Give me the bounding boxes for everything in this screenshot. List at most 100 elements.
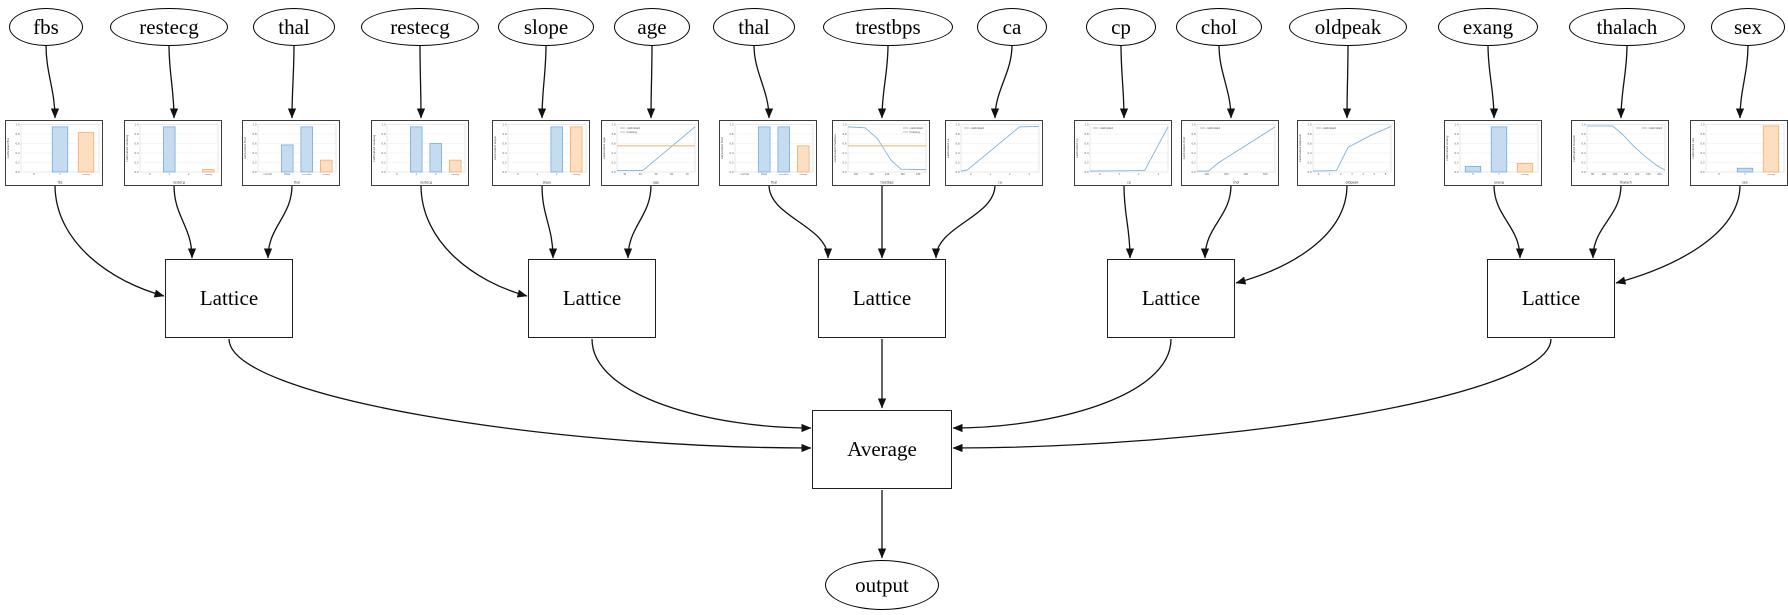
svg-text:0.2: 0.2	[1701, 160, 1705, 164]
feature-node-thal-6: thal	[713, 8, 795, 46]
svg-text:0.2: 0.2	[1455, 160, 1459, 164]
svg-text:0.0: 0.0	[253, 170, 257, 174]
svg-text:5: 5	[1374, 173, 1376, 176]
svg-text:0.8: 0.8	[382, 132, 386, 136]
average-node: Average	[812, 410, 952, 489]
feature-label: age	[637, 14, 667, 39]
svg-text:calibrated trestbps: calibrated trestbps	[833, 134, 837, 163]
svg-text:0.6: 0.6	[253, 141, 257, 145]
svg-text:calibrated: calibrated	[1100, 126, 1114, 130]
svg-text:missing: missing	[205, 174, 213, 176]
average-label: Average	[847, 437, 917, 461]
svg-text:1.0: 1.0	[382, 122, 386, 126]
svg-text:missing: missing	[1522, 174, 1530, 176]
svg-text:3: 3	[1029, 173, 1031, 176]
svg-text:0.4: 0.4	[382, 151, 386, 155]
svg-text:0.6: 0.6	[1192, 141, 1196, 145]
edge-sex-to-chart	[1735, 44, 1749, 119]
feature-label: exang	[1462, 14, 1514, 39]
svg-text:1: 1	[416, 173, 418, 176]
svg-text:1.0: 1.0	[135, 122, 139, 126]
svg-text:1: 1	[60, 173, 62, 176]
svg-text:calibrated thalach: calibrated thalach	[1572, 135, 1576, 162]
svg-text:age: age	[653, 181, 659, 185]
svg-text:1: 1	[1745, 173, 1747, 176]
svg-text:0.0: 0.0	[1085, 170, 1089, 174]
feature-label: thal	[738, 14, 770, 39]
svg-text:0.4: 0.4	[1582, 151, 1586, 155]
edge-fbs-to-chart	[45, 44, 60, 119]
lattice-label: Lattice	[199, 286, 259, 310]
svg-text:normal: normal	[264, 173, 273, 176]
svg-text:0.0: 0.0	[135, 170, 139, 174]
svg-text:reversible: reversible	[779, 173, 789, 176]
svg-text:0.6: 0.6	[730, 141, 734, 145]
edge-chart-to-lattice	[1123, 184, 1135, 259]
svg-text:1: 1	[1329, 173, 1331, 176]
edge-chart-to-lattice	[541, 184, 558, 259]
svg-text:0.0: 0.0	[1582, 170, 1586, 174]
edge-exang-to-chart	[1487, 44, 1499, 119]
edge-chart-to-lattice	[420, 184, 528, 298]
svg-text:2: 2	[435, 173, 437, 176]
lattice-node-2: Lattice	[528, 259, 656, 338]
edge-chart-to-lattice	[263, 184, 293, 259]
svg-text:calibrated restecg: calibrated restecg	[125, 135, 129, 162]
svg-text:100: 100	[854, 173, 859, 176]
lattice-node-1: Lattice	[165, 259, 293, 338]
svg-text:0.0: 0.0	[503, 170, 507, 174]
svg-text:2: 2	[1009, 173, 1011, 176]
edge-chart-to-lattice	[173, 184, 197, 259]
edge-chart-to-lattice	[1493, 184, 1525, 259]
feature-label: ca	[1002, 14, 1022, 39]
svg-text:0.4: 0.4	[135, 151, 139, 155]
svg-text:calibrated: calibrated	[1323, 126, 1337, 130]
svg-text:0.2: 0.2	[1085, 160, 1089, 164]
svg-text:0.8: 0.8	[730, 132, 734, 136]
edge-lattice-to-average	[228, 338, 812, 453]
svg-text:0.2: 0.2	[253, 160, 257, 164]
svg-text:1.0: 1.0	[730, 122, 734, 126]
svg-text:normal: normal	[741, 173, 750, 176]
edge-chart-to-lattice	[54, 184, 165, 298]
svg-text:120: 120	[870, 173, 875, 176]
svg-text:0.4: 0.4	[503, 151, 507, 155]
svg-text:1.0: 1.0	[612, 122, 616, 126]
edge-lattice-to-average	[952, 338, 1552, 453]
svg-text:0.0: 0.0	[730, 170, 734, 174]
edge-chart-to-lattice	[1235, 184, 1348, 285]
feature-node-cp-9: cp	[1086, 8, 1156, 46]
feature-label: sex	[1734, 14, 1762, 39]
svg-text:50: 50	[655, 173, 658, 176]
edge-trestbps-to-chart	[877, 44, 889, 119]
svg-text:40: 40	[639, 173, 642, 176]
feature-node-fbs-0: fbs	[9, 8, 83, 46]
svg-text:cp: cp	[1128, 181, 1132, 185]
svg-text:1.0: 1.0	[16, 122, 20, 126]
svg-text:calibrated thal: calibrated thal	[720, 137, 724, 159]
svg-text:0.4: 0.4	[612, 151, 616, 155]
svg-text:1.0: 1.0	[1582, 122, 1586, 126]
svg-text:0.2: 0.2	[1582, 160, 1586, 164]
svg-text:slope: slope	[543, 181, 552, 185]
lattice-node-5: Lattice	[1487, 259, 1615, 338]
svg-text:calibrated restecg: calibrated restecg	[372, 135, 376, 162]
svg-text:calibrated sex: calibrated sex	[1691, 137, 1695, 158]
svg-text:160: 160	[1635, 173, 1640, 176]
svg-text:80: 80	[1591, 173, 1594, 176]
svg-text:0.4: 0.4	[730, 151, 734, 155]
svg-text:0.6: 0.6	[1085, 141, 1089, 145]
svg-text:calibrated: calibrated	[1649, 126, 1663, 130]
svg-text:0.2: 0.2	[843, 160, 847, 164]
